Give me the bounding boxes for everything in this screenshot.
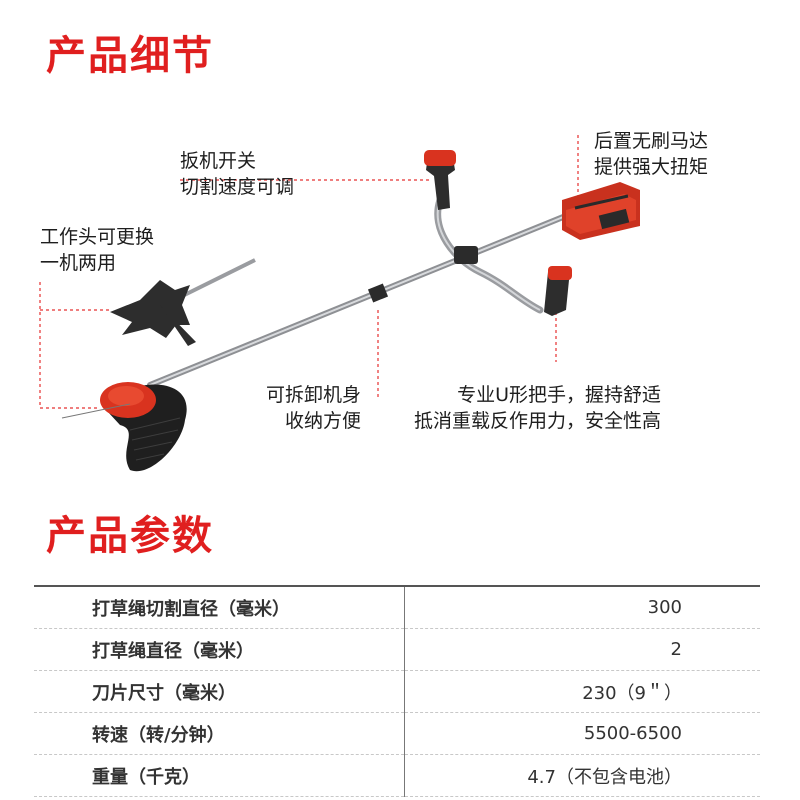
table-row: 打草绳切割直径（毫米） 300 [34, 586, 760, 629]
callout-rear-motor: 后置无刷马达 提供强大扭矩 [594, 128, 708, 180]
trigger-grip [426, 152, 455, 210]
spec-value: 4.7（不包含电池） [403, 754, 760, 797]
spec-name: 刀片尺寸（毫米） [34, 670, 404, 713]
callout-text: 扳机开关 [180, 150, 257, 172]
section-title-details: 产品细节 [46, 33, 214, 79]
spec-name: 打草绳切割直径（毫米） [34, 586, 404, 629]
brush-cutter-illustration [39, 135, 640, 472]
callout-text: 一机两用 [40, 252, 117, 274]
spec-name: 重量（千克） [34, 754, 404, 797]
spec-table: 打草绳切割直径（毫米） 300 打草绳直径（毫米） 2 刀片尺寸（毫米） 230… [34, 585, 760, 797]
shaft-coupler [367, 283, 389, 303]
u-handle-bar [434, 196, 544, 314]
rear-motor [562, 182, 640, 240]
right-grip [544, 270, 570, 316]
spec-value: 5500-6500 [403, 712, 760, 755]
spec-value: 230（9＂） [403, 670, 760, 713]
callout-text: 可拆卸机身 [266, 384, 362, 406]
callout-line-head [39, 282, 100, 409]
section-title-params: 产品参数 [46, 513, 214, 559]
callout-text: 收纳方便 [285, 410, 362, 432]
callout-text: 切割速度可调 [180, 176, 295, 198]
blade-attachment [110, 258, 256, 346]
callout-text: 后置无刷马达 [594, 130, 709, 152]
table-row: 转速（转/分钟） 5500-6500 [34, 712, 760, 755]
handle-clamp [454, 246, 478, 264]
table-row: 重量（千克） 4.7（不包含电池） [34, 754, 760, 797]
callout-text: 抵消重载反作用力，安全性高 [414, 410, 662, 432]
callout-lines [39, 135, 579, 409]
callout-text: 工作头可更换 [40, 226, 155, 248]
callout-text: 专业U形把手，握持舒适 [457, 384, 662, 406]
trimmer-head [61, 382, 187, 472]
spec-value: 2 [403, 628, 760, 671]
spec-name: 转速（转/分钟） [34, 712, 404, 755]
table-row: 刀片尺寸（毫米） 230（9＂） [34, 670, 760, 713]
callout-u-handle: 专业U形把手，握持舒适 抵消重载反作用力，安全性高 [414, 382, 661, 434]
table-row: 打草绳直径（毫米） 2 [34, 628, 760, 671]
callout-detachable-body: 可拆卸机身 收纳方便 [266, 382, 361, 434]
spec-value: 300 [403, 586, 760, 629]
trigger-cap [424, 150, 456, 166]
callout-trigger-switch: 扳机开关 切割速度可调 [180, 148, 294, 200]
spec-name: 打草绳直径（毫米） [34, 628, 404, 671]
right-grip-cap [548, 266, 572, 280]
callout-replaceable-head: 工作头可更换 一机两用 [40, 224, 154, 276]
callout-text: 提供强大扭矩 [594, 156, 709, 178]
